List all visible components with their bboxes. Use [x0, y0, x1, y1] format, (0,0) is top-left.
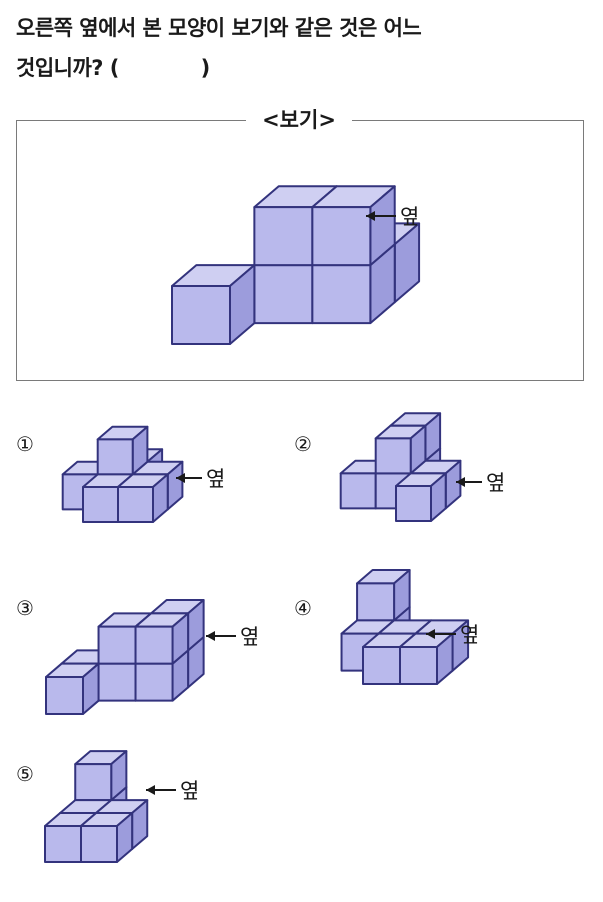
option-1-number[interactable]: ①	[16, 432, 34, 456]
cube-front-face	[134, 662, 174, 702]
cube-front-face	[97, 625, 137, 665]
example-box	[16, 120, 584, 381]
cube-front-face	[362, 646, 401, 685]
option-3-cube-figure[interactable]: 옆	[45, 599, 259, 715]
side-arrow-head	[176, 473, 185, 483]
cube-front-face	[45, 676, 84, 715]
cube-front-face	[97, 662, 137, 702]
option-2-cube-figure[interactable]: 옆	[339, 412, 506, 522]
cube-front-face	[44, 825, 82, 863]
cube-front-face	[74, 763, 113, 802]
option-5-number[interactable]: ⑤	[16, 762, 34, 786]
cube-front-face	[80, 825, 118, 863]
option-5-cube-figure[interactable]: 옆	[44, 750, 199, 863]
example-side-label: 옆	[400, 205, 419, 229]
option-2-side-label: 옆	[486, 471, 505, 495]
option-1-cube-figure[interactable]: 옆	[61, 425, 226, 523]
cube-front-face	[171, 285, 231, 345]
option-2-number[interactable]: ②	[294, 432, 312, 456]
example-box-title: <보기>	[262, 108, 336, 132]
example-box-top-border-left	[16, 120, 246, 121]
side-arrow-head	[426, 629, 435, 639]
option-4-number[interactable]: ④	[294, 596, 312, 620]
example-cube-figure: 옆	[171, 185, 421, 345]
cube-front-face	[96, 438, 134, 476]
side-arrow-head	[146, 785, 155, 795]
question-line-1: 오른쪽 옆에서 본 모양이 보기와 같은 것은 어느	[16, 16, 422, 40]
side-arrow-head	[366, 211, 375, 221]
example-box-top-border-right	[352, 120, 583, 121]
side-arrow-head	[206, 631, 215, 641]
question-text: 오른쪽 옆에서 본 모양이 보기와 같은 것은 어느 것입니까? ( )	[16, 8, 591, 88]
cube-front-face	[117, 486, 154, 523]
option-4-side-label: 옆	[460, 623, 479, 647]
option-1-side-label: 옆	[206, 467, 225, 491]
cube-front-face	[399, 646, 438, 685]
side-arrow-head	[456, 477, 465, 487]
cube-front-face	[374, 437, 412, 475]
cube-front-face	[134, 625, 174, 665]
option-3-side-label: 옆	[240, 625, 259, 649]
cube-front-face	[82, 486, 119, 523]
option-4-cube-figure[interactable]: 옆	[340, 569, 480, 685]
cube-front-face	[253, 264, 314, 325]
cube-front-face	[339, 472, 377, 510]
cube-front-face	[311, 206, 372, 267]
cube-front-face	[395, 485, 432, 522]
question-line-2: 것입니까? ( )	[16, 56, 210, 80]
cube-front-face	[356, 582, 396, 622]
option-5-side-label: 옆	[180, 779, 199, 803]
cube-front-face	[311, 264, 372, 325]
option-3-number[interactable]: ③	[16, 596, 34, 620]
cube-front-face	[253, 206, 314, 267]
